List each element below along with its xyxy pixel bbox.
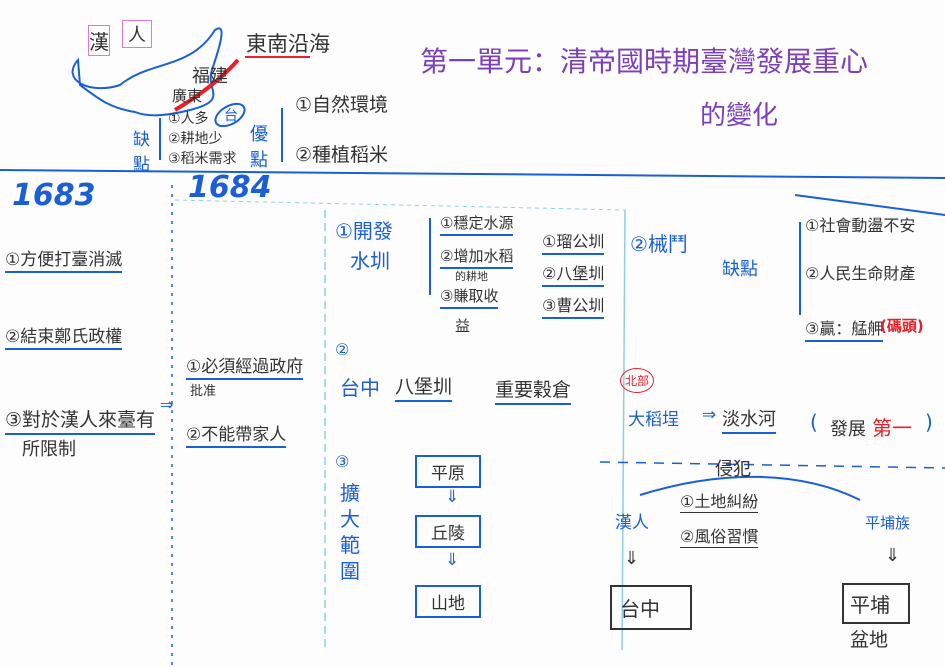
canal-purpose-2-cont: 的耕地	[455, 270, 488, 283]
map-ren: 人	[122, 20, 152, 48]
canal-example-1: ①瑠公圳	[542, 228, 605, 255]
divider-top	[0, 169, 945, 179]
canal-purpose-3-cont: 益	[455, 317, 471, 335]
conflict-label: 侵犯	[715, 459, 751, 480]
restriction-1-cont: 批准	[190, 384, 217, 399]
disadvantage-2: ②耕地少	[168, 131, 223, 147]
conflict-han-dest: 台中	[610, 585, 692, 630]
map-fujian: 福建	[192, 66, 228, 87]
expand-num: ③	[335, 452, 350, 471]
reason-1: ①方便打臺消滅	[5, 245, 123, 273]
canal-example-3: ③曹公圳	[542, 292, 605, 319]
canal-label-2: 水圳	[350, 249, 390, 273]
conflict-han: 漢人	[615, 513, 649, 533]
disadvantage-3: ③稻米需求	[168, 151, 237, 167]
expand-step-plain: 平原	[415, 455, 481, 488]
advantage-label: 優點	[250, 124, 268, 171]
taiwan-outline	[214, 102, 246, 128]
conflict-item-1: ①土地糾紛	[680, 488, 759, 513]
conflict-pingpu-dest: 平埔	[842, 583, 910, 624]
expand-label: 擴大範圍	[340, 481, 360, 583]
advantage-2: ②種植稻米	[295, 144, 389, 166]
year-1684: 1684	[188, 170, 272, 205]
taichung-result: 重要穀倉	[495, 375, 572, 405]
expand-step-hill: 丘陵	[415, 515, 481, 548]
canal-example-2: ②八堡圳	[542, 260, 605, 287]
north-first: 第一	[872, 416, 912, 440]
fight-label: ②械鬥	[630, 232, 688, 256]
title-line1: 第一單元：清帝國時期臺灣發展重心	[420, 45, 869, 78]
disadvantage-label: 缺點	[133, 130, 150, 175]
down-arrow-icon: ⇓	[445, 550, 460, 570]
map-southeast-coast: 東南沿海	[246, 32, 330, 56]
expand-step-mountain: 山地	[415, 585, 481, 618]
paren-open: (	[810, 410, 818, 434]
down-arrow-icon: ⇓	[445, 487, 460, 507]
reason-3: ③對於漢人來臺有	[5, 405, 156, 435]
map-han: 漢	[88, 25, 110, 56]
taichung-num: ②	[335, 340, 350, 359]
fight-item-3: ③贏：艋舺	[805, 315, 884, 342]
north-badge: 北部	[620, 368, 655, 393]
canal-purpose-3: ③賺取收	[440, 285, 499, 309]
china-outline	[71, 27, 223, 117]
fight-item-2: ②人民生命財產	[805, 264, 916, 283]
fujian-arrow	[173, 58, 240, 112]
advantage-1: ①自然環境	[295, 94, 389, 116]
fight-wharf: (碼頭)	[880, 317, 924, 335]
fight-item-1: ①社會動盪不安	[805, 216, 916, 235]
map-guangdong: 廣東	[172, 87, 203, 105]
title-line2: 的變化	[700, 101, 779, 131]
year-1683: 1683	[12, 178, 96, 213]
reason-3-cont: 所限制	[22, 439, 76, 460]
north-develop: 發展	[830, 419, 866, 440]
canal-purpose-1: ①穩定水源	[440, 212, 514, 236]
arrow: ⇒	[160, 395, 174, 414]
taichung-canal: 八堡圳	[395, 372, 453, 402]
restriction-1: ①必須經過政府	[186, 352, 304, 380]
conflict-item-2: ②風俗習慣	[680, 523, 759, 548]
map-taiwan: 台	[224, 108, 238, 124]
canal-purpose-2: ②增加水稻	[440, 245, 514, 269]
down-arrow-icon: ⇓	[885, 545, 901, 566]
conflict-pingpu-dest-2: 盆地	[850, 629, 889, 651]
north-river: 淡水河	[722, 405, 776, 434]
paren-close: )	[925, 410, 933, 434]
disadvantage-1: ①人多	[168, 111, 209, 127]
fight-drawback: 缺點	[722, 259, 758, 280]
conflict-pingpu: 平埔族	[865, 514, 911, 532]
arrow: ⇒	[702, 405, 717, 425]
down-arrow-icon: ⇓	[624, 548, 640, 569]
canal-label-1: ①開發	[335, 219, 393, 243]
restriction-2: ②不能帶家人	[186, 420, 287, 448]
reason-2: ②結束鄭氏政權	[5, 322, 123, 350]
north-place: 大稻埕	[628, 410, 679, 430]
taichung-label: 台中	[340, 376, 380, 400]
